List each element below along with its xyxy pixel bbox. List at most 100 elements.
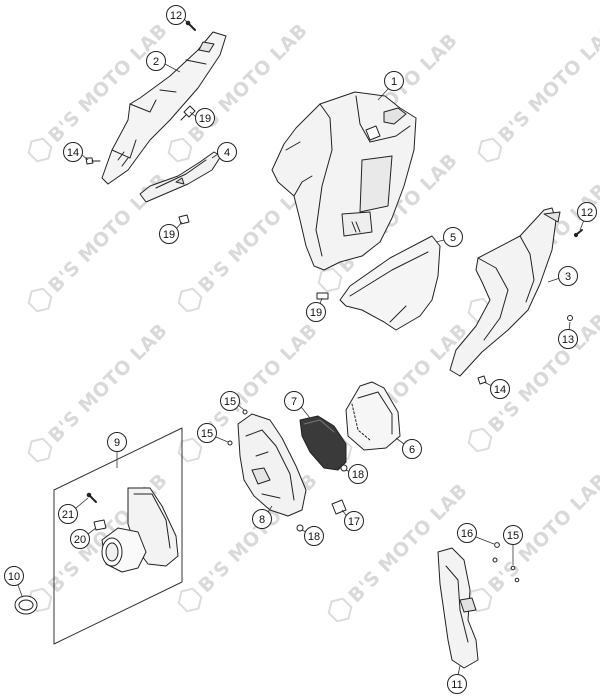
watermark-text: B'S MOTO LAB: [44, 319, 172, 447]
callout-label: 8: [259, 514, 265, 526]
part-4-bracket: [139, 151, 222, 203]
callout-circle: [159, 224, 179, 244]
callout-circle: [195, 108, 215, 128]
part-19-clip: [180, 105, 196, 121]
callout-circle: [107, 432, 127, 452]
callout-circle: [63, 142, 83, 162]
callout-label: 10: [8, 571, 20, 583]
callout-circle: [443, 227, 463, 247]
callout-circle: [384, 71, 404, 91]
callout-label: 3: [565, 271, 571, 283]
callout-label: 5: [450, 232, 456, 244]
callout-circle: [577, 202, 597, 222]
callout-13: 13: [558, 321, 578, 349]
watermark-logo-icon: [177, 437, 203, 463]
watermark-text: B'S MOTO LAB: [484, 469, 600, 597]
callout-18b: 18: [301, 526, 324, 546]
callout-label: 18: [308, 531, 320, 543]
watermark-mark: B'S MOTO LAB: [477, 19, 600, 163]
part-2-left-side-cover: [101, 31, 227, 185]
callout-label: 11: [451, 679, 462, 691]
callout-circle: [70, 529, 90, 549]
callout-17: 17: [341, 509, 364, 531]
callout-circle: [58, 504, 78, 524]
callout-12a: 12: [166, 5, 190, 25]
callout-10: 10: [4, 566, 24, 597]
callout-label: 19: [199, 113, 211, 125]
callout-label: 18: [352, 469, 364, 481]
callout-circle: [490, 379, 510, 399]
callout-label: 6: [409, 444, 415, 456]
watermark-logo-icon: [27, 137, 53, 163]
part-8-airbox-frame: [237, 413, 307, 517]
part-10-hose-clamp: [14, 595, 38, 615]
callout-circle: [447, 674, 467, 694]
callout-label: 12: [581, 207, 593, 219]
part-18-nut: [340, 464, 348, 472]
callout-circle: [558, 329, 578, 349]
watermark-logo-icon: [167, 137, 193, 163]
callout-9: 9: [107, 432, 127, 468]
callout-label: 20: [74, 534, 86, 546]
callout-14a: 14: [63, 142, 89, 162]
callout-circle: [197, 423, 217, 443]
callout-circle: [344, 511, 364, 531]
part-11-lower-guard: [437, 547, 479, 669]
part-18-nut: [296, 524, 304, 532]
part-15-screw: [227, 409, 248, 446]
part-20-clip: [93, 519, 107, 531]
callout-circle: [558, 266, 578, 286]
callout-label: 15: [507, 530, 519, 542]
callout-15b: 15: [197, 423, 229, 443]
callout-label: 21: [62, 509, 74, 521]
callout-19b: 19: [159, 221, 183, 244]
callout-label: 2: [153, 56, 159, 68]
part-19-clip: [316, 292, 329, 300]
part-3-right-side-cover: [449, 207, 561, 377]
callout-circle: [252, 509, 272, 529]
callout-circle: [304, 526, 324, 546]
callout-circle: [4, 566, 24, 586]
callout-label: 13: [562, 334, 574, 346]
part-9-group-frame: [53, 427, 183, 645]
callout-label: 14: [494, 384, 506, 396]
callout-3: 3: [547, 266, 578, 286]
callout-circle: [166, 5, 186, 25]
part-19-clip: [178, 214, 190, 225]
callout-circle: [457, 523, 477, 543]
watermark-text: B'S MOTO LAB: [184, 19, 312, 147]
watermark-logo-icon: [177, 587, 203, 613]
callout-2: 2: [146, 51, 181, 73]
callout-7: 7: [284, 391, 311, 419]
part-21-screw: [86, 492, 97, 503]
callout-16: 16: [457, 523, 495, 545]
watermark-logo-icon: [467, 427, 493, 453]
watermark-logo-icon: [317, 267, 343, 293]
callout-circle: [217, 142, 237, 162]
callout-label: 4: [224, 147, 230, 159]
callout-20: 20: [70, 527, 97, 549]
watermark-mark: B'S MOTO LAB: [327, 319, 472, 463]
callout-15a: 15: [220, 391, 245, 411]
callout-label: 1: [391, 76, 397, 88]
watermark-logo-icon: [27, 437, 53, 463]
callout-label: 17: [348, 516, 360, 528]
watermark-logo-icon: [477, 137, 503, 163]
callout-19c: 19: [306, 297, 326, 322]
callout-12b: 12: [577, 202, 597, 231]
watermark-mark: B'S MOTO LAB: [467, 469, 600, 613]
callout-1: 1: [377, 71, 404, 101]
callout-circle: [220, 391, 240, 411]
callout-label: 15: [201, 428, 213, 440]
callout-4: 4: [211, 142, 237, 162]
callout-19a: 19: [189, 108, 215, 128]
callout-circle: [402, 439, 422, 459]
part-16-washer: [492, 542, 500, 563]
part-5-side-panel: [339, 235, 441, 331]
callout-circle: [348, 464, 368, 484]
callout-5: 5: [435, 227, 463, 247]
callout-label: 15: [224, 396, 236, 408]
callout-label: 19: [163, 229, 175, 241]
